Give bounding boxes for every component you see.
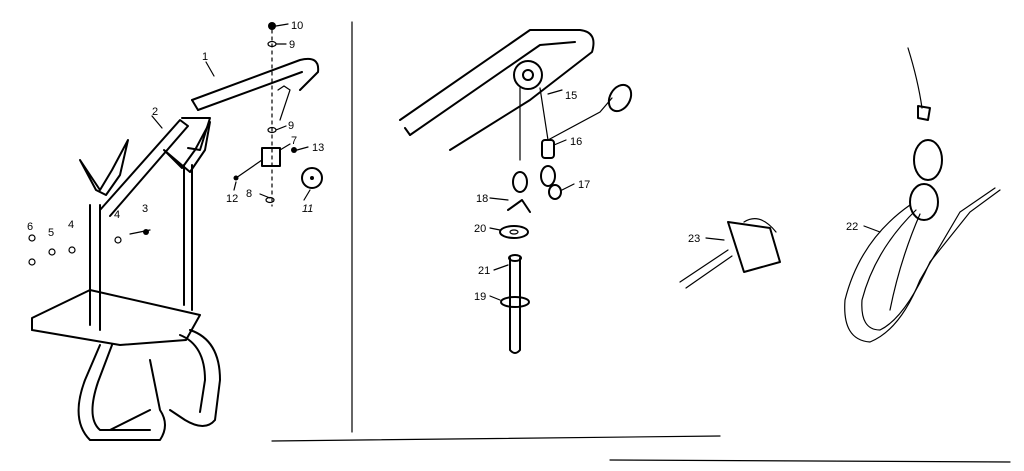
callout-23: 23 (688, 233, 700, 245)
callout-8: 8 (246, 188, 252, 200)
baseline-rule-2 (609, 459, 1011, 463)
callout-4-right: 4 (114, 209, 120, 221)
callout-15: 15 (565, 90, 577, 102)
callout-5: 5 (48, 227, 54, 239)
callout-1: 1 (202, 51, 208, 63)
pulley-assembly (399, 29, 633, 354)
callout-21: 21 (478, 265, 490, 277)
callout-9-lower: 9 (288, 120, 294, 132)
callout-17: 17 (578, 179, 590, 191)
callout-7: 7 (291, 135, 297, 147)
baseline-rule (271, 435, 721, 442)
callout-11: 11 (302, 203, 313, 215)
callout-2: 2 (152, 106, 158, 118)
callout-6: 6 (27, 221, 33, 233)
callout-12: 12 (226, 193, 238, 205)
callout-3: 3 (142, 203, 148, 215)
clip-and-cord (679, 47, 1001, 343)
callout-10: 10 (291, 20, 303, 32)
handle-frame-assembly (28, 22, 323, 441)
callout-18: 18 (476, 193, 488, 205)
callout-20: 20 (474, 223, 486, 235)
callout-22: 22 (846, 221, 858, 233)
callout-13: 13 (312, 142, 324, 154)
callout-9-top: 9 (289, 39, 295, 51)
callout-19: 19 (474, 291, 486, 303)
callout-16: 16 (570, 136, 582, 148)
callout-labels: 10 9 1 2 9 7 13 8 12 11 3 4 4 5 6 15 16 … (27, 20, 858, 303)
leader-lines (151, 23, 881, 301)
callout-4-left: 4 (68, 219, 74, 231)
